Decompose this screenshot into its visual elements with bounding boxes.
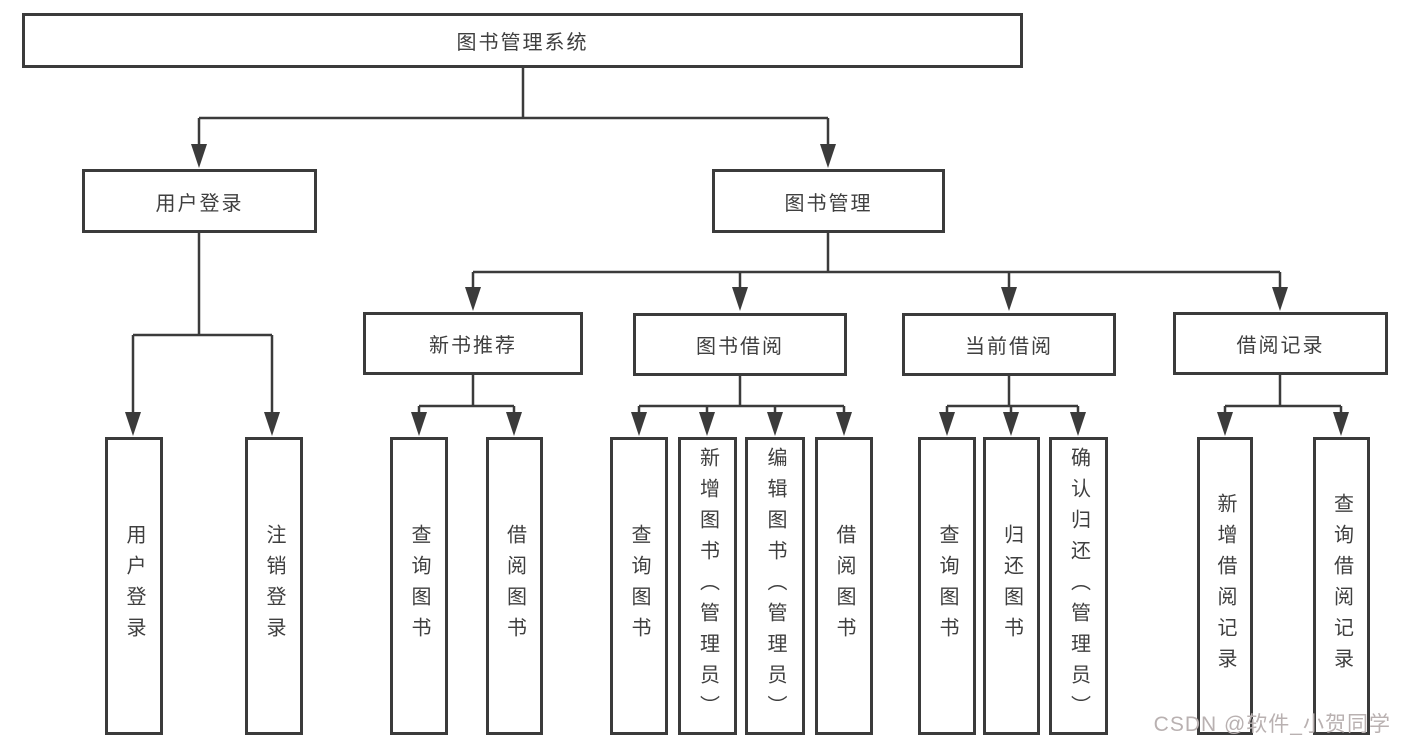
leaf-cb-return-books: 归还图书	[983, 437, 1040, 735]
leaf-br-add-borrow-record: 新增借阅记录	[1197, 437, 1253, 735]
leaf-user-login: 用户登录	[105, 437, 163, 735]
leaf-bb-query-books: 查询图书	[610, 437, 668, 735]
node-user-login: 用户登录	[82, 169, 317, 233]
node-label: 借阅图书	[503, 524, 526, 648]
node-label: 新增图书（管理员）	[696, 446, 719, 726]
node-label: 借阅图书	[833, 524, 855, 648]
node-book-borrowing: 图书借阅	[633, 313, 847, 376]
node-label: 查询图书	[936, 524, 958, 648]
leaf-bb-borrow-books: 借阅图书	[815, 437, 873, 735]
node-label: 查询借阅记录	[1330, 493, 1353, 679]
leaf-bb-edit-books-admin: 编辑图书（管理员）	[745, 437, 805, 735]
leaf-nbr-query-books: 查询图书	[390, 437, 448, 735]
node-label: 查询图书	[408, 524, 430, 648]
leaf-logout-login: 注销登录	[245, 437, 303, 735]
leaf-cb-confirm-return-admin: 确认归还（管理员）	[1049, 437, 1108, 735]
node-label: 注销登录	[263, 524, 285, 648]
node-label: 用户登录	[123, 524, 145, 648]
node-book-management: 图书管理	[712, 169, 945, 233]
node-label: 归还图书	[1000, 524, 1023, 648]
node-current-borrowing: 当前借阅	[902, 313, 1116, 376]
leaf-bb-add-books-admin: 新增图书（管理员）	[678, 437, 737, 735]
node-root: 图书管理系统	[22, 13, 1023, 68]
leaf-cb-query-books: 查询图书	[918, 437, 976, 735]
node-label: 编辑图书（管理员）	[764, 446, 786, 726]
leaf-nbr-borrow-books: 借阅图书	[486, 437, 543, 735]
csdn-watermark: CSDN @软件_小贺同学	[1153, 713, 1391, 736]
node-borrowing-records: 借阅记录	[1173, 312, 1388, 375]
leaf-br-query-borrow-record: 查询借阅记录	[1313, 437, 1370, 735]
node-label: 确认归还（管理员）	[1067, 446, 1090, 726]
node-label: 新增借阅记录	[1214, 493, 1236, 679]
node-label: 查询图书	[628, 524, 650, 648]
node-new-book-recommend: 新书推荐	[363, 312, 583, 375]
